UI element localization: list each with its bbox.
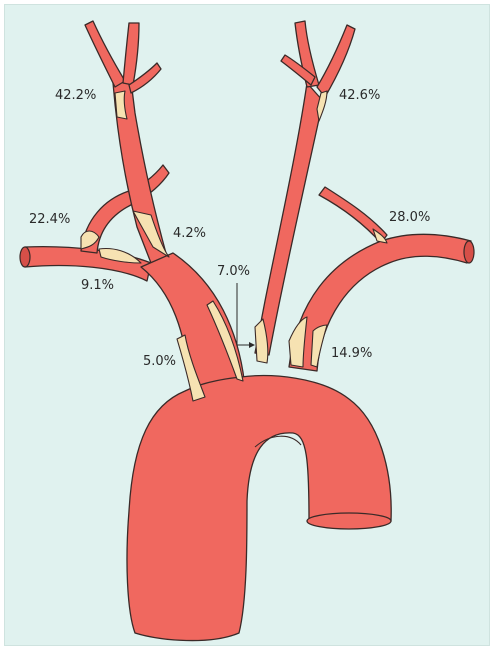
left-ica-branch-b (317, 25, 355, 97)
right-ica-branch-b (123, 23, 139, 85)
right-subclavian-opening (20, 247, 30, 267)
left-cca-leader-line (237, 283, 251, 345)
label-left-subclavian: 14.9% (331, 347, 372, 360)
right-ica-branch-a (85, 21, 125, 87)
aortic-arch (127, 376, 391, 641)
label-left-vertebral: 28.0% (389, 211, 430, 224)
label-right-vertebral: 22.4% (29, 213, 70, 226)
label-left-cca: 7.0% (217, 265, 250, 278)
left-subclavian-opening (464, 241, 474, 263)
label-left-ica: 42.6% (339, 89, 380, 102)
left-cca-leader-arrow (249, 342, 255, 348)
label-right-subclavian: 9.1% (81, 279, 114, 292)
plaque-left-subclavian-outer (311, 325, 327, 367)
label-right-cca: 4.2% (173, 227, 206, 240)
descending-aorta-end (307, 513, 391, 529)
diagram-frame: 42.2% 42.6% 22.4% 4.2% 28.0% 7.0% 9.1% 5… (4, 4, 490, 646)
label-brachiocephalic: 5.0% (143, 355, 176, 368)
label-right-ica: 42.2% (55, 89, 96, 102)
